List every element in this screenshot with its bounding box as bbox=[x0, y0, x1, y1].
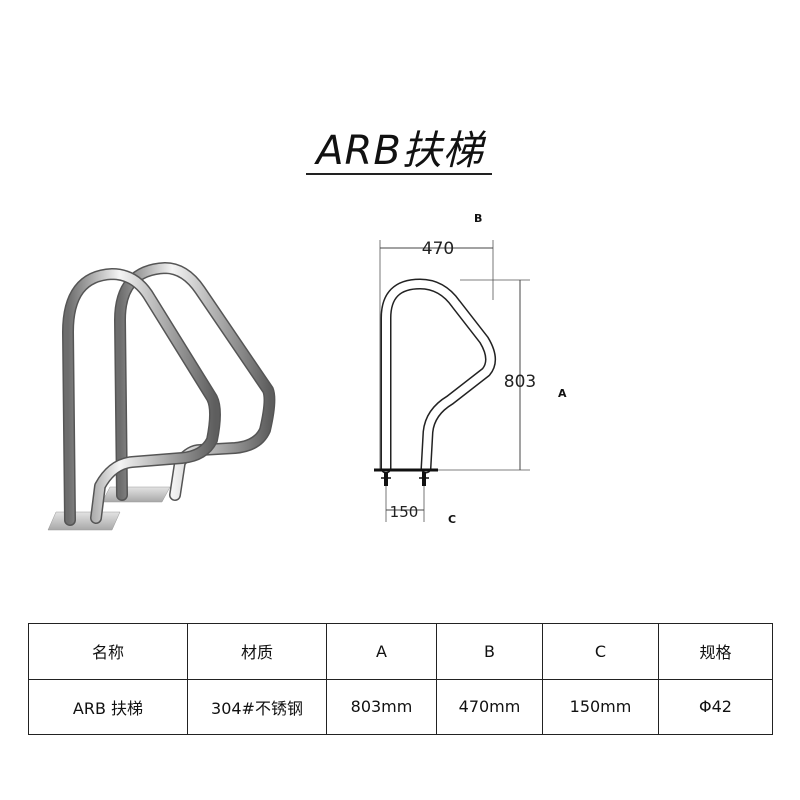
anchor-right bbox=[422, 472, 426, 486]
header-name: 名称 bbox=[28, 623, 188, 680]
cell-a: 803mm bbox=[326, 678, 437, 735]
cell-b: 470mm bbox=[436, 678, 543, 735]
front-rail bbox=[62, 268, 221, 526]
header-b: B bbox=[436, 623, 543, 680]
ladder-product-image bbox=[47, 262, 276, 531]
header-a: A bbox=[326, 623, 437, 680]
header-spec: 规格 bbox=[658, 623, 773, 680]
width-dimension: 470 bbox=[422, 239, 454, 259]
marker-a: A bbox=[558, 387, 567, 400]
anchor-left bbox=[384, 472, 388, 486]
marker-b: B bbox=[474, 212, 483, 225]
height-dimension: 803 bbox=[504, 372, 536, 392]
ladder-dimension-drawing: 470 803 150 bbox=[374, 239, 536, 522]
page-title: ARB扶梯 bbox=[316, 128, 484, 174]
marker-c: C bbox=[448, 513, 457, 526]
back-base-plate bbox=[101, 486, 171, 503]
title-underline bbox=[306, 173, 492, 175]
table-header-row: 名称 材质 A B C 规格 bbox=[28, 623, 773, 680]
front-base-plate bbox=[47, 511, 121, 531]
header-material: 材质 bbox=[187, 623, 327, 680]
table-row: ARB 扶梯 304#不锈钢 803mm 470mm 150mm Φ42 bbox=[28, 678, 773, 735]
base-dimension: 150 bbox=[390, 503, 419, 521]
header-c: C bbox=[542, 623, 659, 680]
cell-spec: Φ42 bbox=[658, 678, 773, 735]
cell-name: ARB 扶梯 bbox=[28, 678, 188, 735]
cell-material: 304#不锈钢 bbox=[187, 678, 327, 735]
cell-c: 150mm bbox=[542, 678, 659, 735]
spec-table: 名称 材质 A B C 规格 ARB 扶梯 304#不锈钢 803mm 470m… bbox=[28, 623, 773, 735]
